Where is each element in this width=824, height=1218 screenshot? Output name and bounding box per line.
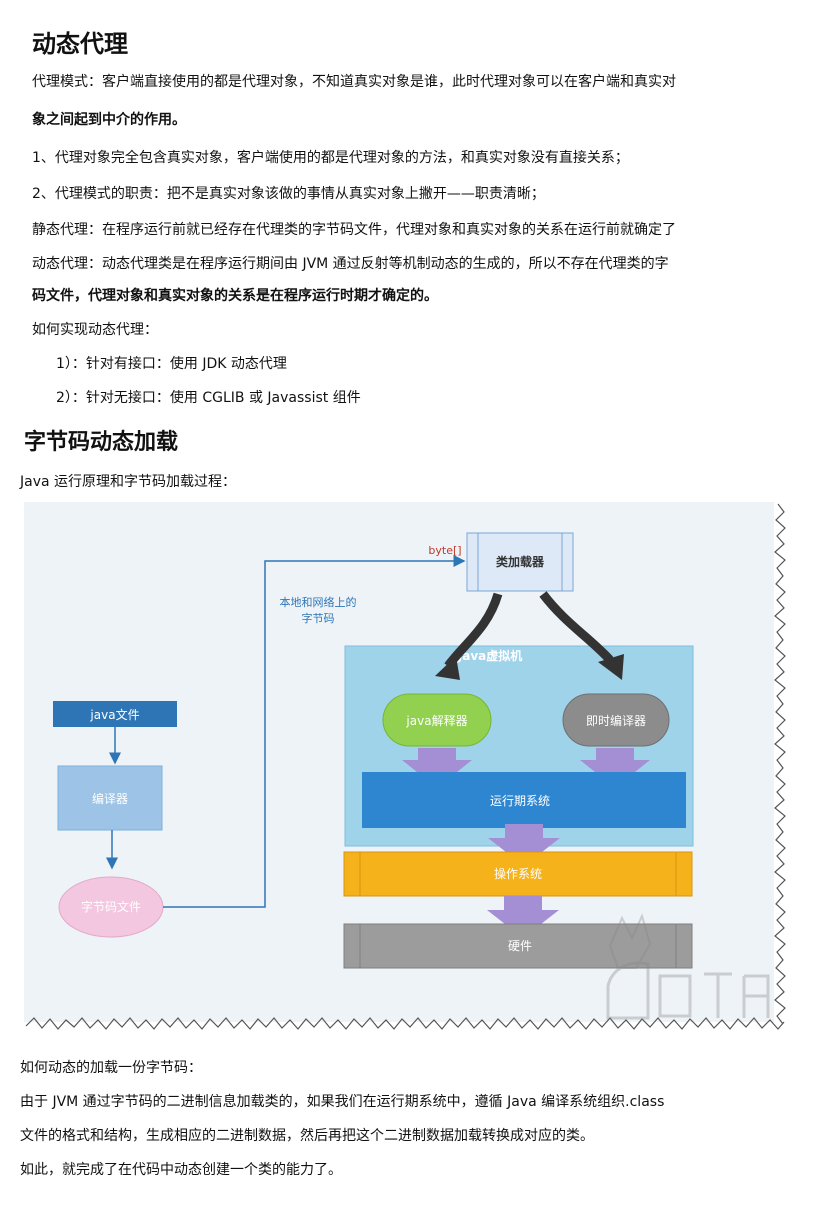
paragraph-how-to: 如何实现动态代理： [32, 322, 158, 338]
purple-arrow-runtime [488, 824, 560, 866]
os-label: 操作系统 [494, 866, 542, 881]
paragraph-conclusion: 如此，就完成了在代码中动态创建一个类的能力了。 [20, 1162, 342, 1178]
paragraph-proxy-pattern-line1: 代理模式：客户端直接使用的都是代理对象，不知道真实对象是谁，此时代理对象可以在客… [32, 74, 676, 90]
compiler-box [57, 765, 163, 831]
local-network-label-line1: 本地和网络上的 [280, 595, 357, 609]
paragraph-point-1: 1、代理对象完全包含真实对象，客户端使用的都是代理对象的方法，和真实对象没有直接… [32, 150, 629, 166]
paragraph-explain-line1: 由于 JVM 通过字节码的二进制信息加载类的，如果我们在运行期系统中，遵循 Ja… [20, 1094, 665, 1110]
torn-edge-bottom [25, 1017, 785, 1030]
class-loader-label: 类加载器 [496, 554, 545, 569]
bytecode-file-label: 字节码文件 [81, 899, 141, 914]
hardware-label: 硬件 [508, 939, 532, 953]
curved-arrow-head-left [435, 656, 460, 680]
list-item-cglib: 2）：针对无接口：使用 CGLIB 或 Javassist 组件 [56, 390, 361, 406]
interpreter-label: java解释器 [405, 714, 467, 728]
jvm-diagram: java文件 编译器 字节码文件 本地和网络上的 字节码 byte[] 类加载器… [20, 498, 790, 1038]
compiler-label: 编译器 [92, 791, 128, 806]
purple-arrow-interpreter [402, 748, 472, 788]
byte-array-label: byte[] [428, 544, 461, 557]
hardware-box [343, 923, 693, 969]
paragraph-how-load: 如何动态的加载一份字节码： [20, 1060, 202, 1076]
curved-arrow-to-jit [539, 591, 614, 664]
purple-arrow-os [487, 896, 559, 938]
torn-edge-right [774, 503, 786, 1025]
arrow-bytecode-to-loader [163, 555, 466, 908]
interpreter-pill [382, 693, 492, 747]
curved-arrow-head-right [598, 654, 624, 680]
watermark-logo [606, 913, 770, 1020]
paragraph-static-proxy: 静态代理：在程序运行前就已经存在代理类的字节码文件，代理对象和真实对象的关系在运… [32, 222, 676, 238]
paragraph-intro: Java 运行原理和字节码加载过程： [20, 474, 237, 490]
section-title-dynamic-proxy: 动态代理 [32, 30, 128, 58]
list-item-jdk: 1）：针对有接口：使用 JDK 动态代理 [56, 356, 287, 372]
purple-arrow-jit [580, 748, 650, 788]
runtime-label: 运行期系统 [490, 794, 550, 808]
paragraph-proxy-pattern-line2: 象之间起到中介的作用。 [32, 112, 186, 128]
class-loader-box [466, 532, 574, 592]
os-box [343, 851, 693, 897]
java-file-label: java文件 [89, 707, 139, 722]
paragraph-dynamic-proxy-line2: 码文件，代理对象和真实对象的关系是在程序运行时期才确定的。 [32, 288, 438, 304]
jit-label: 即时编译器 [586, 713, 646, 728]
paragraph-dynamic-proxy-line1: 动态代理：动态代理类是在程序运行期间由 JVM 通过反射等机制动态的生成的，所以… [32, 256, 669, 272]
jit-pill [562, 693, 670, 747]
java-file-box [53, 701, 177, 727]
paragraph-point-2: 2、代理模式的职责：把不是真实对象该做的事情从真实对象上撇开——职责清晰； [32, 186, 545, 202]
jvm-label: Java虚拟机 [457, 648, 522, 663]
section-title-bytecode-loading: 字节码动态加载 [24, 430, 179, 455]
local-network-label-line2: 字节码 [302, 611, 335, 625]
runtime-box [362, 772, 686, 828]
paragraph-explain-line2: 文件的格式和结构，生成相应的二进制数据，然后再把这个二进制数据加载转换成对应的类… [20, 1128, 594, 1144]
